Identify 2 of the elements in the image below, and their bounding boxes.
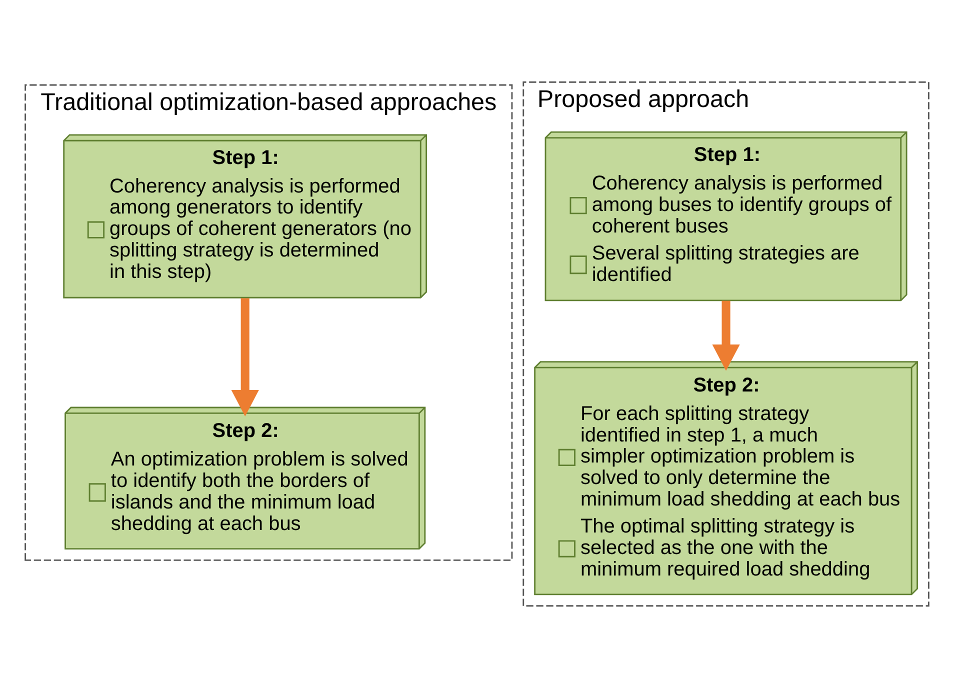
arrow [712, 300, 740, 371]
arrow [231, 298, 259, 416]
